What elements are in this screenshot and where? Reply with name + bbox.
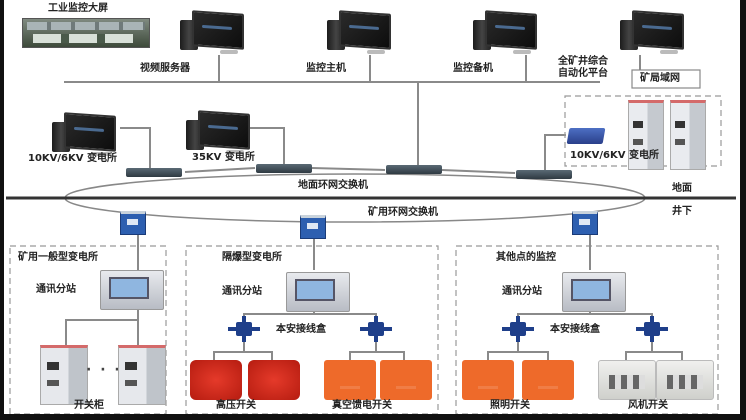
communication-gateway <box>566 128 606 144</box>
group1-station-label: 通讯分站 <box>36 284 76 295</box>
group3-station-label: 通讯分站 <box>502 286 542 297</box>
g3-fan-right <box>652 351 683 360</box>
substation-35kv-label: 35KV 变电所 <box>192 152 255 163</box>
group1-device-label: 开关柜 <box>74 400 104 411</box>
vacuum-feeder-switch-2 <box>380 360 432 400</box>
frame-border-left <box>0 0 4 420</box>
monitor-host-computer <box>327 10 391 56</box>
automation-platform-label-1: 全矿井综合 <box>558 56 608 67</box>
mine-ring-switch-3 <box>572 211 598 235</box>
group2-device-right-label: 真空馈电开关 <box>332 400 392 411</box>
g2-red-left <box>213 340 245 360</box>
substation-10kv-right-label: 10KV/6KV 变电所 <box>570 150 659 161</box>
video-server-label: 视频服务器 <box>140 63 190 74</box>
group2-device-left-label: 高压开关 <box>216 400 256 411</box>
g2-jright-link <box>314 313 377 322</box>
mine-ring-switch-1 <box>120 211 146 235</box>
mine-lan-label: 矿局域网 <box>640 73 680 84</box>
pc10kv-link <box>120 127 151 170</box>
substation-35kv-computer <box>186 110 250 156</box>
g2-red-right <box>244 351 273 360</box>
group3-device-left-label: 照明开关 <box>490 400 530 411</box>
pc35kv-link <box>248 127 285 165</box>
group2-comm-station <box>286 272 350 312</box>
group2-junction-box-right <box>360 316 392 342</box>
fan-switch-1 <box>598 360 656 400</box>
substation-10kv-computer <box>52 112 116 158</box>
video-server-computer <box>180 10 244 56</box>
group3-device-right-label: 风机开关 <box>628 400 668 411</box>
group1-title: 矿用一般型变电所 <box>18 252 98 263</box>
switch-link-2 <box>311 167 386 171</box>
group1-comm-station <box>100 270 164 310</box>
ring-switch-label: 地面环网交换机 <box>298 180 368 191</box>
mine-ring-switch-label: 矿用环网交换机 <box>368 207 438 218</box>
group3-junction-label: 本安接线盒 <box>550 324 600 335</box>
monitor-host-label: 监控主机 <box>306 63 346 74</box>
group3-junction-box-left <box>502 316 534 342</box>
group2-title: 隔爆型变电所 <box>222 252 282 263</box>
frame-border-bottom <box>0 414 746 420</box>
g3-fan-left <box>625 340 653 360</box>
group3-title: 其他点的监控 <box>496 252 556 263</box>
surface-label: 地面 <box>672 183 692 194</box>
g3-jright-link <box>590 313 653 322</box>
automation-platform-computer <box>620 10 684 56</box>
mine-ring-switch-2 <box>300 215 326 239</box>
big-screen-label: 工业监控大屏 <box>48 3 108 14</box>
gateway-link <box>544 134 566 170</box>
surface-switch-2 <box>256 164 312 173</box>
hv-switch-1 <box>190 360 242 400</box>
surface-switch-4 <box>516 170 572 179</box>
g2-orange-left <box>349 340 377 360</box>
substation-10kv-label: 10KV/6KV 变电所 <box>28 153 117 164</box>
industrial-big-screen <box>22 18 150 48</box>
g3-orange-left <box>487 340 519 360</box>
fan-switch-2 <box>656 360 714 400</box>
g3-orange-right <box>518 351 549 360</box>
group2-junction-box-left <box>228 316 260 342</box>
lighting-switch-1 <box>462 360 514 400</box>
frame-border-right <box>740 0 746 420</box>
hv-switch-2 <box>248 360 300 400</box>
switch-link-3 <box>441 169 516 174</box>
surface-switch-1 <box>126 168 182 177</box>
monitor-backup-label: 监控备机 <box>453 63 493 74</box>
switchgear-cabinet-1 <box>40 345 88 405</box>
vacuum-feeder-switch-1 <box>324 360 376 400</box>
lighting-switch-2 <box>522 360 574 400</box>
hv-cabinet-2 <box>670 100 706 170</box>
surface-switch-3 <box>386 165 442 174</box>
group3-junction-box-right <box>636 316 668 342</box>
g2-orange-right <box>376 351 405 360</box>
mine-lan-box <box>631 69 701 89</box>
group2-station-label: 通讯分站 <box>222 286 262 297</box>
automation-platform-label-2: 自动化平台 <box>558 68 608 79</box>
hv-cabinet-1 <box>628 100 664 170</box>
switchgear-cabinet-2 <box>118 345 166 405</box>
group3-comm-station <box>562 272 626 312</box>
underground-label: 井下 <box>672 206 692 217</box>
switch-link-1 <box>184 167 256 173</box>
monitor-backup-computer <box>473 10 537 56</box>
group2-junction-label: 本安接线盒 <box>276 324 326 335</box>
